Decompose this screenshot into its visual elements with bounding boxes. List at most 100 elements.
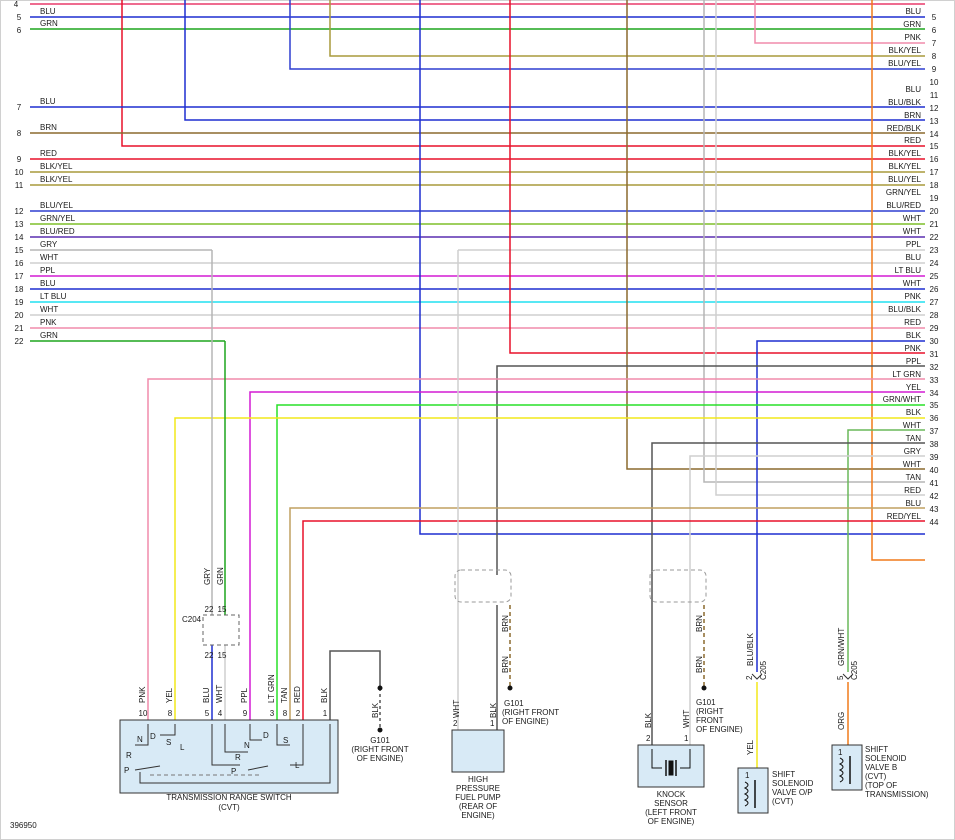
wire-tan-38 <box>626 0 925 470</box>
trs-pin-4: 4 <box>218 709 223 718</box>
left-wire-color: PNK <box>40 318 57 327</box>
right-wire-color: BLK/YEL <box>889 46 922 55</box>
right-wire-num: 11 <box>930 91 939 100</box>
connector-c205-a: 2 C205 BLU/BLK <box>745 632 768 680</box>
right-wire-color: BLU <box>905 499 921 508</box>
right-wire-color: WHT <box>903 421 921 430</box>
trs-pin-1: 1 <box>323 709 328 718</box>
sol-op-l1: SHIFT <box>772 770 795 779</box>
sol-op-l2: SOLENOID <box>772 779 814 788</box>
right-wire-num: 21 <box>930 220 939 229</box>
left-wire-color: GRN <box>40 331 58 340</box>
right-wire-num: 13 <box>930 117 939 126</box>
trs-wire-red: RED <box>293 686 302 703</box>
trs-sub: (CVT) <box>218 803 240 812</box>
wire-bluyel-loop <box>289 0 925 70</box>
c204-wire-gry: GRY <box>203 567 212 585</box>
right-wire-color: RED <box>904 318 921 327</box>
right-wire-num: 14 <box>930 130 939 139</box>
sol-b-l6: TRANSMISSION) <box>865 790 929 799</box>
sol-op-l3: VALVE O/P <box>772 788 813 797</box>
pump-l1: HIGH <box>468 775 488 784</box>
trs-body <box>119 719 339 794</box>
right-wire-color: LT GRN <box>892 370 921 379</box>
right-wire-num: 22 <box>930 233 939 242</box>
right-wire-color: BLU <box>905 85 921 94</box>
g101-b-wire1: BRN <box>501 615 510 632</box>
g101-c-wire1: BRN <box>695 615 704 632</box>
g101-c-desc3: OF ENGINE) <box>696 725 743 734</box>
g101-c-dot <box>701 685 707 691</box>
right-wire-num: 16 <box>930 155 939 164</box>
left-wire-color: LT BLU <box>40 292 67 301</box>
g101-b-wire2: BRN <box>501 656 510 673</box>
right-wire-num: 37 <box>930 427 939 436</box>
right-wire-color: PPL <box>906 240 922 249</box>
trs-pos-r1: R <box>126 751 132 760</box>
left-wire-color: GRN/YEL <box>40 214 76 223</box>
sol-op-l4: (CVT) <box>772 797 794 806</box>
right-wire-num: 15 <box>930 142 939 151</box>
trs-wire-ltgrn: LT GRN <box>267 674 276 703</box>
c205-a-label: C205 <box>759 660 768 680</box>
g101-a-label: G101 <box>370 736 390 745</box>
c204-box <box>202 614 240 646</box>
right-wire-color: GRN/WHT <box>883 395 921 404</box>
sol-b-coil-icon <box>838 757 844 783</box>
ground-g101-c: BRN BRN G101 (RIGHT FRONT OF ENGINE) <box>695 615 743 734</box>
right-wire-color: PNK <box>905 292 922 301</box>
c205-b-pin: 5 <box>836 675 845 680</box>
left-wire-color: BLK/YEL <box>40 162 73 171</box>
left-wire-num: 15 <box>15 246 24 255</box>
c205-b-color: GRN/WHT <box>837 628 846 666</box>
wire-tan-41 <box>289 507 925 720</box>
g101-c-label: G101 <box>696 698 716 707</box>
right-wire-num: 43 <box>930 505 939 514</box>
trs-pos-s1: S <box>166 738 171 747</box>
trs-pos-n2: N <box>244 741 250 750</box>
sol-op-pin: 1 <box>745 771 750 780</box>
trs-wire-blu: BLU <box>202 687 211 703</box>
right-wire-color: BLK <box>906 331 922 340</box>
trs-pos-l2: L <box>295 761 300 770</box>
right-wire-num: 9 <box>932 65 937 74</box>
sol-b-l2: SOLENOID <box>865 754 907 763</box>
trs-int-line-f <box>276 724 290 746</box>
ground-g101-a: BLK G101 (RIGHT FRONT OF ENGINE) <box>351 685 409 763</box>
right-wire-num: 44 <box>930 518 939 527</box>
wire-gry-39 <box>703 0 925 483</box>
right-wire-num: 34 <box>930 389 939 398</box>
wire-blk-trs <box>329 650 381 720</box>
right-wire-color: BLU <box>905 253 921 262</box>
sol-b-pin: 1 <box>838 748 843 757</box>
knock-wire-blk: BLK <box>644 712 653 728</box>
right-wire-color: PNK <box>905 33 922 42</box>
g101-a-desc2: OF ENGINE) <box>357 754 404 763</box>
right-wire-num: 20 <box>930 207 939 216</box>
trs-pos-s2: S <box>283 736 288 745</box>
left-wire-num: 9 <box>17 155 22 164</box>
left-wire-num: 16 <box>15 259 24 268</box>
right-wire-color: BLU/YEL <box>888 175 921 184</box>
left-wire-num: 20 <box>15 311 24 320</box>
sol-b-wire: ORG <box>837 712 846 730</box>
knock-wire-wht: WHT <box>682 710 691 728</box>
wire-ltgrn-33 <box>276 404 925 720</box>
wire-redblk-loop <box>121 0 925 147</box>
trs-pin-3: 3 <box>270 709 275 718</box>
g101-a-desc1: (RIGHT FRONT <box>351 745 408 754</box>
wire-blublk-loop <box>184 0 925 121</box>
right-wire-num: 40 <box>930 466 939 475</box>
pump-l3: FUEL PUMP <box>455 793 501 802</box>
trs-pin-8b: 8 <box>283 709 288 718</box>
sol-b-l5: (TOP OF <box>865 781 897 790</box>
right-wire-color: GRY <box>904 447 922 456</box>
left-wire-num: 12 <box>15 207 24 216</box>
right-wire-color: PPL <box>906 357 922 366</box>
right-wire-color: GRN <box>903 20 921 29</box>
wire-blkyel-loop <box>329 0 925 57</box>
knock-l1: KNOCK <box>657 790 686 799</box>
left-wire-color: BLU <box>40 279 56 288</box>
wire-ppl-32 <box>249 391 925 720</box>
